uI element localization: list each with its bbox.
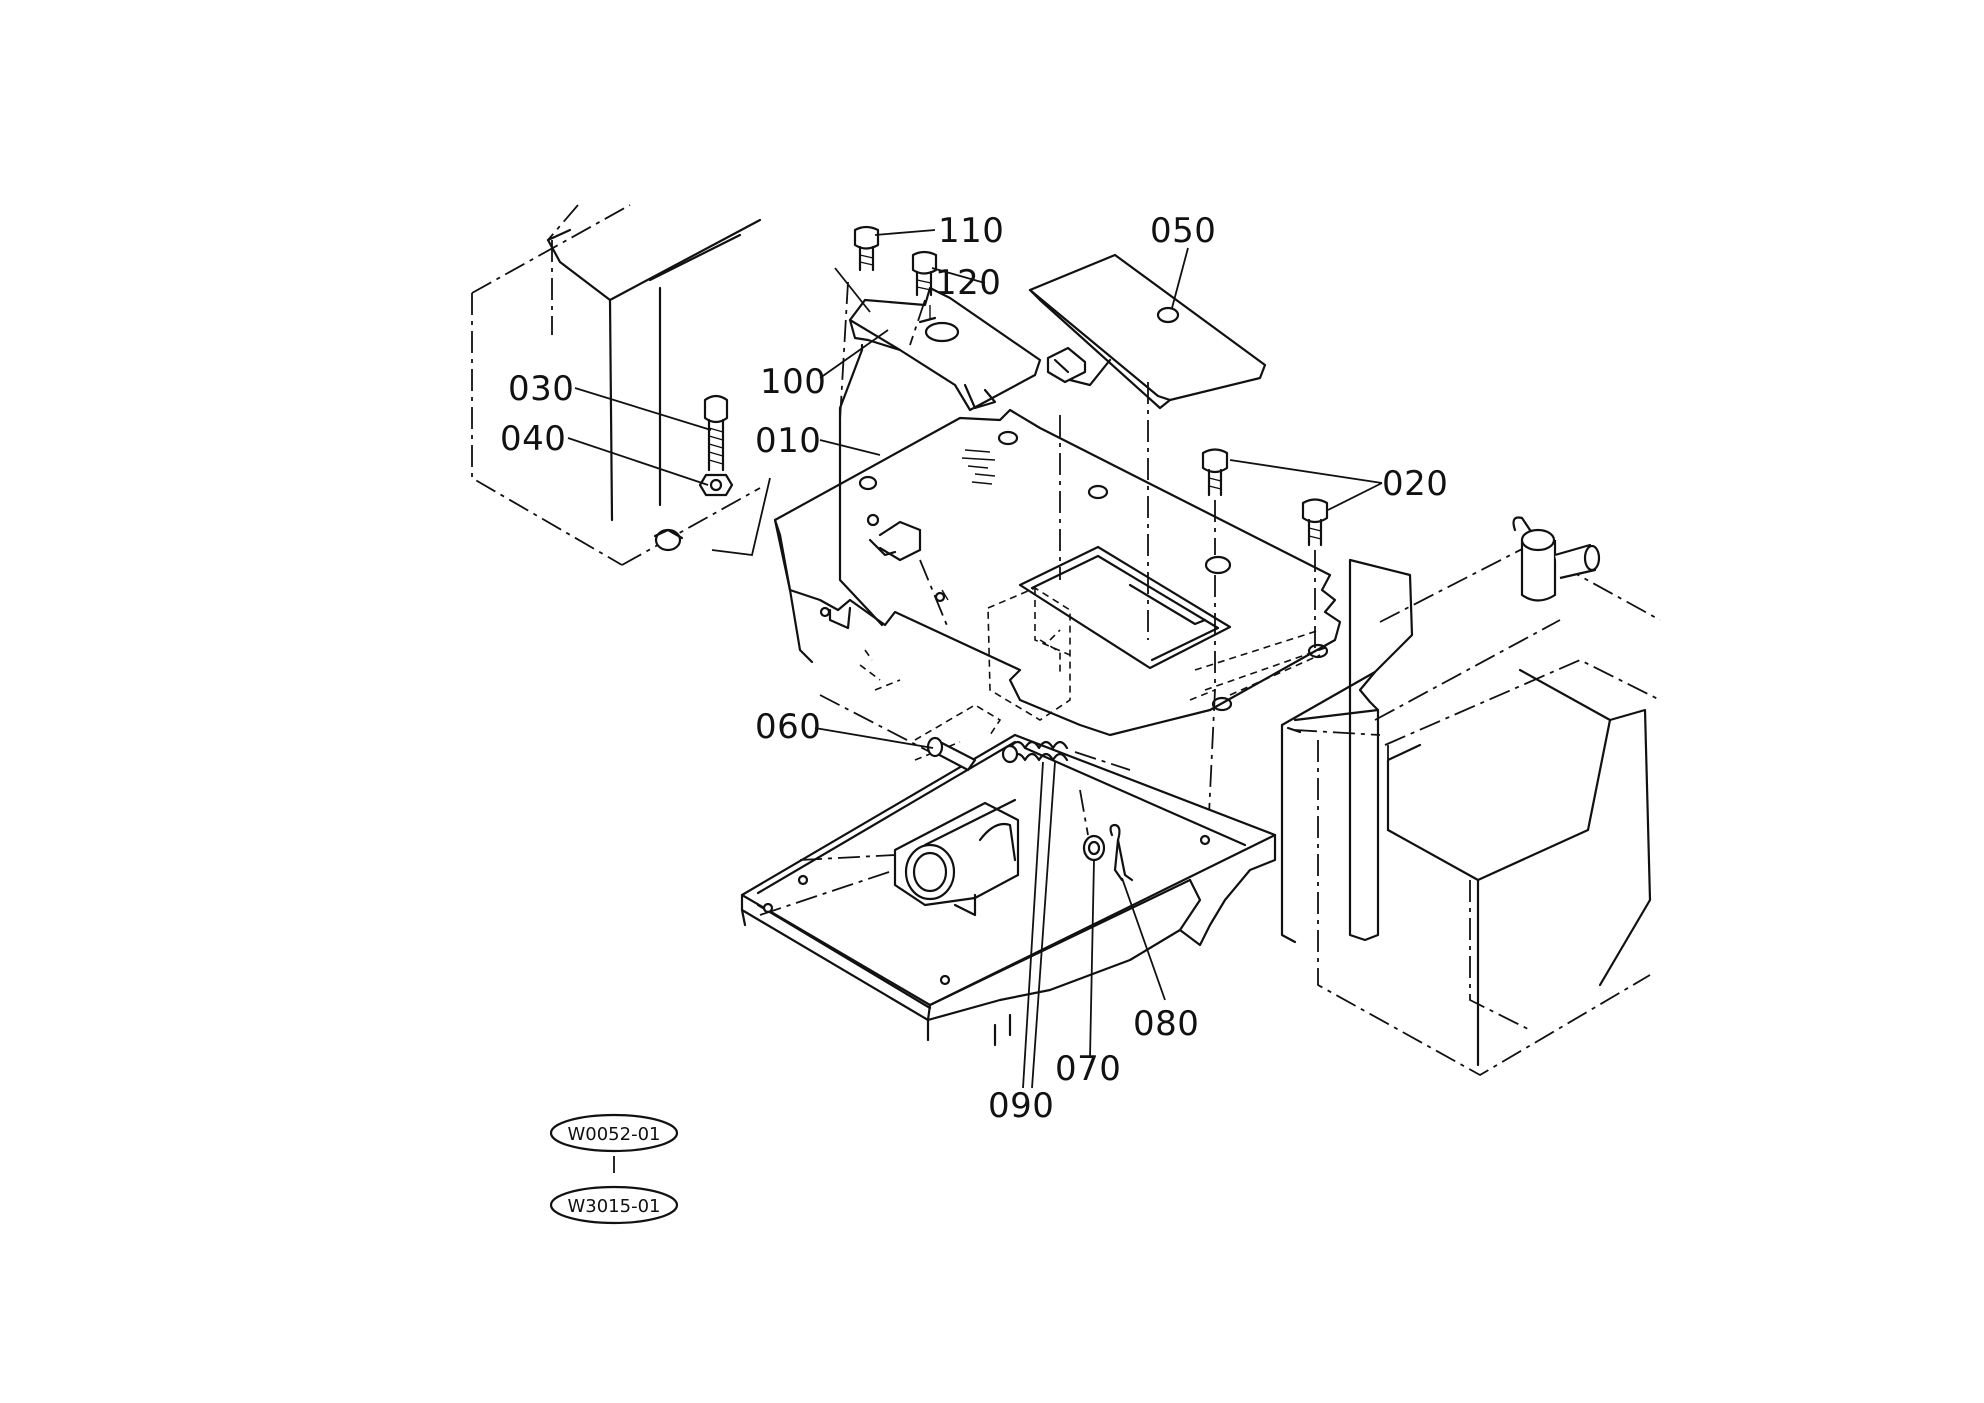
label-080: 080 xyxy=(1133,1004,1199,1044)
center-line-a xyxy=(919,559,949,629)
center-line-bolt120 xyxy=(909,299,926,346)
nut-040 xyxy=(698,473,734,497)
washer-020 xyxy=(1204,555,1232,575)
bolt-020-b xyxy=(1301,498,1329,547)
label-010: 010 xyxy=(755,421,821,461)
label-030: 030 xyxy=(508,369,574,409)
reference-bottom: W3015-01 xyxy=(549,1185,679,1225)
axle-housing xyxy=(759,798,1020,917)
pin-060 xyxy=(926,736,977,772)
cotter-pin-080 xyxy=(1109,823,1134,882)
reference-bottom-text: W3015-01 xyxy=(567,1196,660,1217)
leader-lines xyxy=(567,229,1383,1089)
right-housing xyxy=(1280,516,1661,1077)
label-110: 110 xyxy=(938,211,1004,251)
label-070: 070 xyxy=(1055,1049,1121,1089)
bolt-020-a xyxy=(1201,448,1229,497)
label-050: 050 xyxy=(1150,211,1216,251)
lower-frame xyxy=(740,733,1277,1047)
floor-plate-010 xyxy=(773,408,1342,737)
center-line-020a-lower xyxy=(1207,575,1216,836)
center-line-060 xyxy=(819,694,931,753)
lid-050 xyxy=(1028,253,1267,410)
bracket-100 xyxy=(848,286,1042,412)
reference-top-text: W0052-01 xyxy=(567,1124,660,1145)
center-line-spring xyxy=(1074,751,1131,771)
center-support-dashed xyxy=(987,587,1071,721)
bolt-110 xyxy=(853,225,880,272)
label-120: 120 xyxy=(935,263,1001,303)
left-housing-outline xyxy=(471,204,762,566)
washer-070 xyxy=(1082,834,1106,862)
center-line-070 xyxy=(1079,789,1089,836)
label-100: 100 xyxy=(760,362,826,402)
label-060: 060 xyxy=(755,707,821,747)
reference-top: W0052-01 xyxy=(549,1113,679,1153)
label-090: 090 xyxy=(988,1086,1054,1126)
label-020: 020 xyxy=(1382,464,1448,504)
label-040: 040 xyxy=(500,419,566,459)
spring-090 xyxy=(1001,740,1069,764)
bolt-030 xyxy=(703,394,729,472)
center-line-bolt110 xyxy=(839,281,849,421)
